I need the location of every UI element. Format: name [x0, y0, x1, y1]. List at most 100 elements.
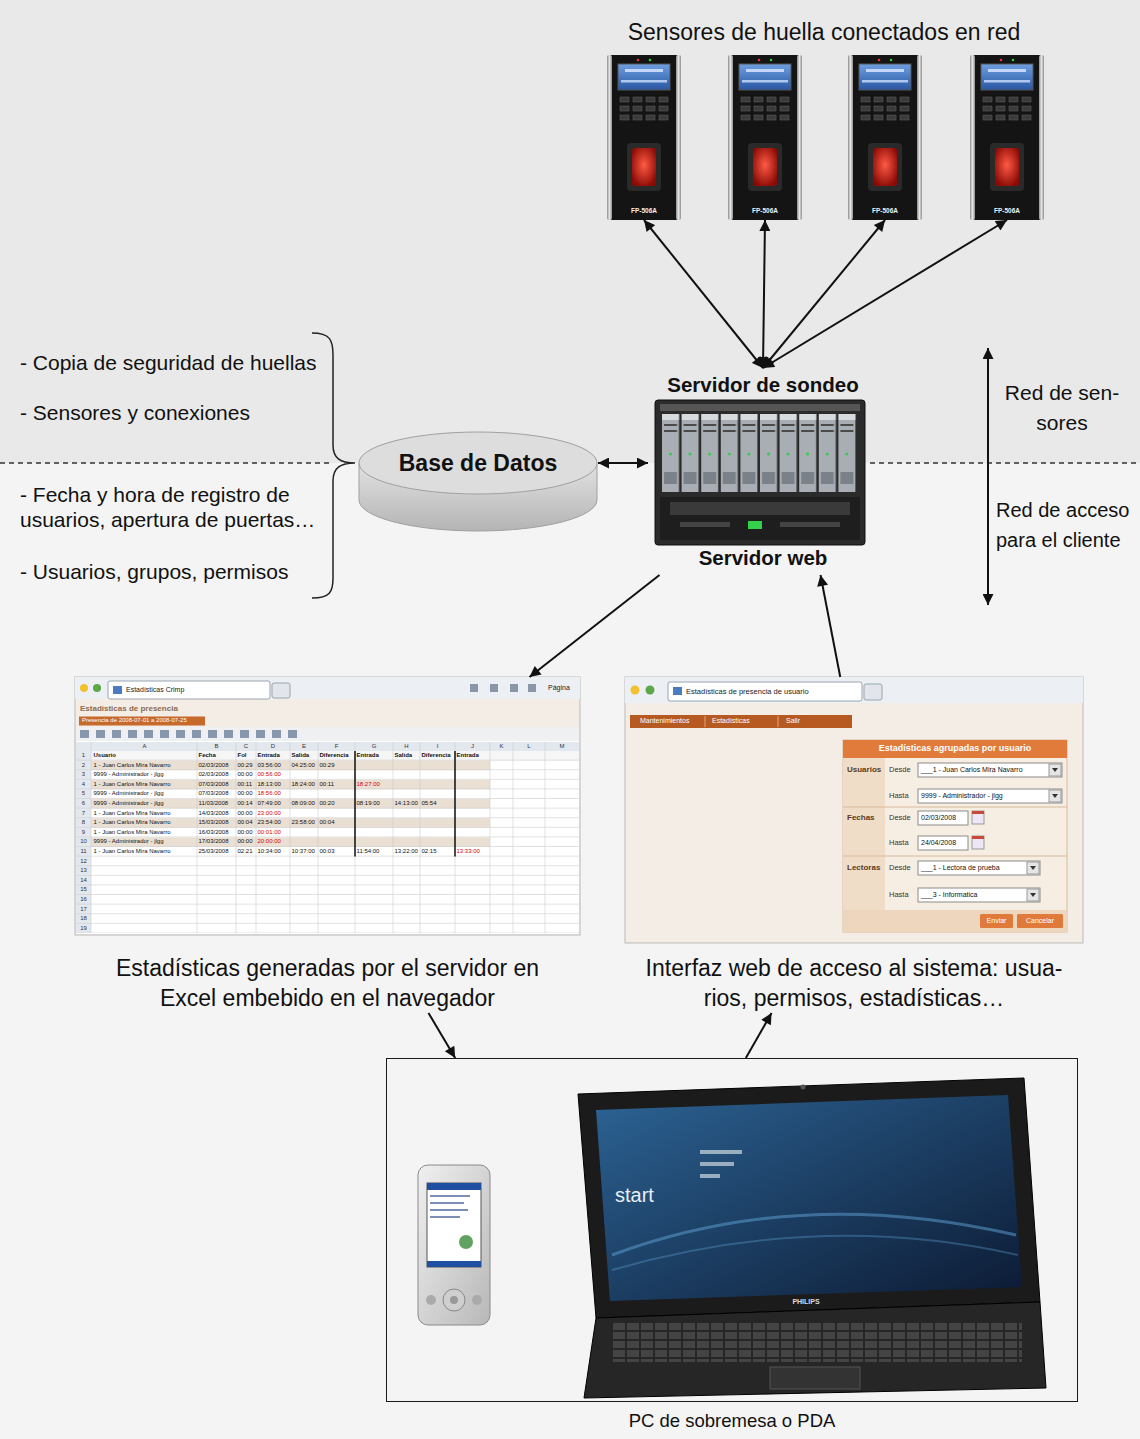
form-group-label: Usuarios [847, 765, 881, 775]
spreadsheet-cell: 17/03/2008 [199, 838, 229, 846]
column-header: Entrada [457, 752, 479, 760]
spreadsheet-cell: 00:00 [238, 829, 253, 837]
curly-brace [312, 333, 355, 598]
form-heading: Estadísticas agrupadas por usuario [879, 743, 1032, 754]
excel-screenshot-illustration [76, 727, 579, 934]
field-value: ___1 - Lectora de prueba [921, 864, 1000, 873]
bracket-note: - Fecha y hora de registro de usuarios, … [20, 482, 325, 532]
laptop-illustration [612, 1322, 1022, 1362]
browser-tab-title: Estadísticas de presencia de usuario [686, 687, 809, 696]
blade-server-illustration [655, 400, 865, 545]
column-letter: J [471, 743, 474, 751]
spreadsheet-cell: 00:00 [238, 771, 253, 779]
excel-screenshot-illustration [528, 684, 536, 692]
pda-illustration [430, 1209, 468, 1211]
form-field-label: Desde [889, 813, 911, 822]
field-value: 24/04/2008 [921, 839, 956, 848]
laptop-illustration [578, 1078, 1046, 1398]
excel-screenshot-illustration [490, 684, 498, 692]
field-value: ___1 - Lectora de prueba [921, 864, 1000, 873]
column-letter: L [527, 743, 530, 751]
field-value: 24/04/2008 [921, 839, 956, 848]
row-number: 7 [82, 810, 85, 818]
spreadsheet-cell: 02/03/2008 [199, 771, 229, 779]
row-number: 1 [82, 752, 85, 760]
spreadsheet-cell: 00:04 [238, 819, 253, 827]
spreadsheet-cell: 00:29 [238, 762, 253, 770]
bracket-note: - Sensores y conexiones [20, 400, 250, 426]
spreadsheet-cell: 9999 - Administrador - jlgg [94, 800, 164, 808]
spreadsheet-cell: 1 - Juan Carlos Mira Navarro [94, 848, 171, 856]
form-group-label: Lectoras [847, 863, 880, 873]
pda-illustration [472, 1295, 482, 1305]
spreadsheet-cell: 08:09:00 [292, 800, 315, 808]
spreadsheet-cell: 00:56:00 [258, 771, 281, 779]
spreadsheet-cell: 9999 - Administrador - jlgg [94, 838, 164, 846]
browser-tab-title: Estadísticas de presencia de usuario [686, 687, 809, 696]
column-header: Entrada [457, 752, 479, 760]
spreadsheet-cell: 1 - Juan Carlos Mira Navarro [94, 829, 171, 837]
spreadsheet-cell: 07/03/2008 [199, 781, 229, 789]
column-header: Salida [292, 752, 310, 760]
web-screenshot-illustration [1030, 893, 1036, 897]
server-subtitle: Servidor web [648, 545, 878, 571]
column-header: Usuario [94, 752, 116, 760]
laptop-illustration [584, 1302, 1046, 1398]
spreadsheet-cell: 13:33:00 [457, 848, 480, 856]
fingerprint-sensor: FP-506A [848, 55, 922, 220]
spreadsheet-cell: 10:34:00 [258, 848, 281, 856]
excel-screenshot-illustration [79, 717, 205, 726]
form-field-label: Desde [889, 863, 911, 872]
spreadsheet-cell: 23:58:00 [292, 819, 315, 827]
column-header: Fol [238, 752, 247, 760]
spreadsheet-cell: 18:24:00 [292, 781, 315, 789]
spreadsheet-cell: 14:13:00 [395, 800, 418, 808]
web-screenshot-illustration [1027, 889, 1039, 901]
column-letter: E [302, 743, 306, 751]
column-header: Diferencia [422, 752, 451, 760]
spreadsheet-cell: 07:49:00 [258, 800, 281, 808]
caption-text: PC de sobremesa o PDA [387, 1408, 1077, 1434]
spreadsheet-cell: 9999 - Administrador - jlgg [94, 800, 164, 808]
pda-illustration [430, 1216, 460, 1218]
web-screenshot-illustration [918, 811, 968, 825]
spreadsheet-cell: 00:00 [238, 838, 253, 846]
spreadsheet-cell: 25/03/2008 [199, 848, 229, 856]
database-cylinder-outline [358, 431, 598, 532]
spreadsheet-cell: 00:04 [238, 819, 253, 827]
pda-illustration [427, 1261, 481, 1267]
column-header: Fol [238, 752, 247, 760]
column-header: Usuario [94, 752, 116, 760]
spreadsheet-cell: 00:03 [320, 848, 335, 856]
excel-screenshot-illustration [80, 684, 88, 692]
row-number: 9 [82, 829, 85, 837]
column-letter: H [404, 743, 408, 751]
connector-arrow [821, 575, 841, 677]
spreadsheet-cell: 00:03 [320, 848, 335, 856]
web-screenshot-illustration [1049, 764, 1061, 776]
web-screenshot-illustration [1030, 866, 1036, 870]
network-label: Red de acceso para el cliente [996, 495, 1134, 555]
client-devices-box: PC de sobremesa o PDA [386, 1058, 1078, 1402]
column-letter: M [560, 743, 565, 751]
blade-server-illustration [680, 522, 730, 527]
spreadsheet-cell: 11/03/2008 [199, 800, 229, 808]
excel-screenshot-illustration [75, 677, 580, 935]
menu-item: Salir [786, 717, 800, 726]
spreadsheet-cell: 13:22:00 [395, 848, 418, 856]
spreadsheet-cell: 00:11 [320, 781, 335, 789]
laptop-illustration [700, 1150, 742, 1154]
spreadsheet-cell: 00:00 [238, 829, 253, 837]
row-number: 13 [80, 867, 87, 875]
row-number: 16 [80, 896, 87, 904]
column-letter: A [142, 743, 146, 751]
form-group-label: Fechas [847, 813, 875, 823]
column-header: Entrada [258, 752, 280, 760]
row-number: 19 [80, 925, 87, 933]
spreadsheet-cell: 18:13:00 [258, 781, 281, 789]
spreadsheet-cell: 18:56:00 [258, 790, 281, 798]
column-letter: J [471, 743, 474, 751]
menu-item: Estadísticas [712, 717, 750, 726]
web-screenshot-illustration [843, 807, 1067, 856]
